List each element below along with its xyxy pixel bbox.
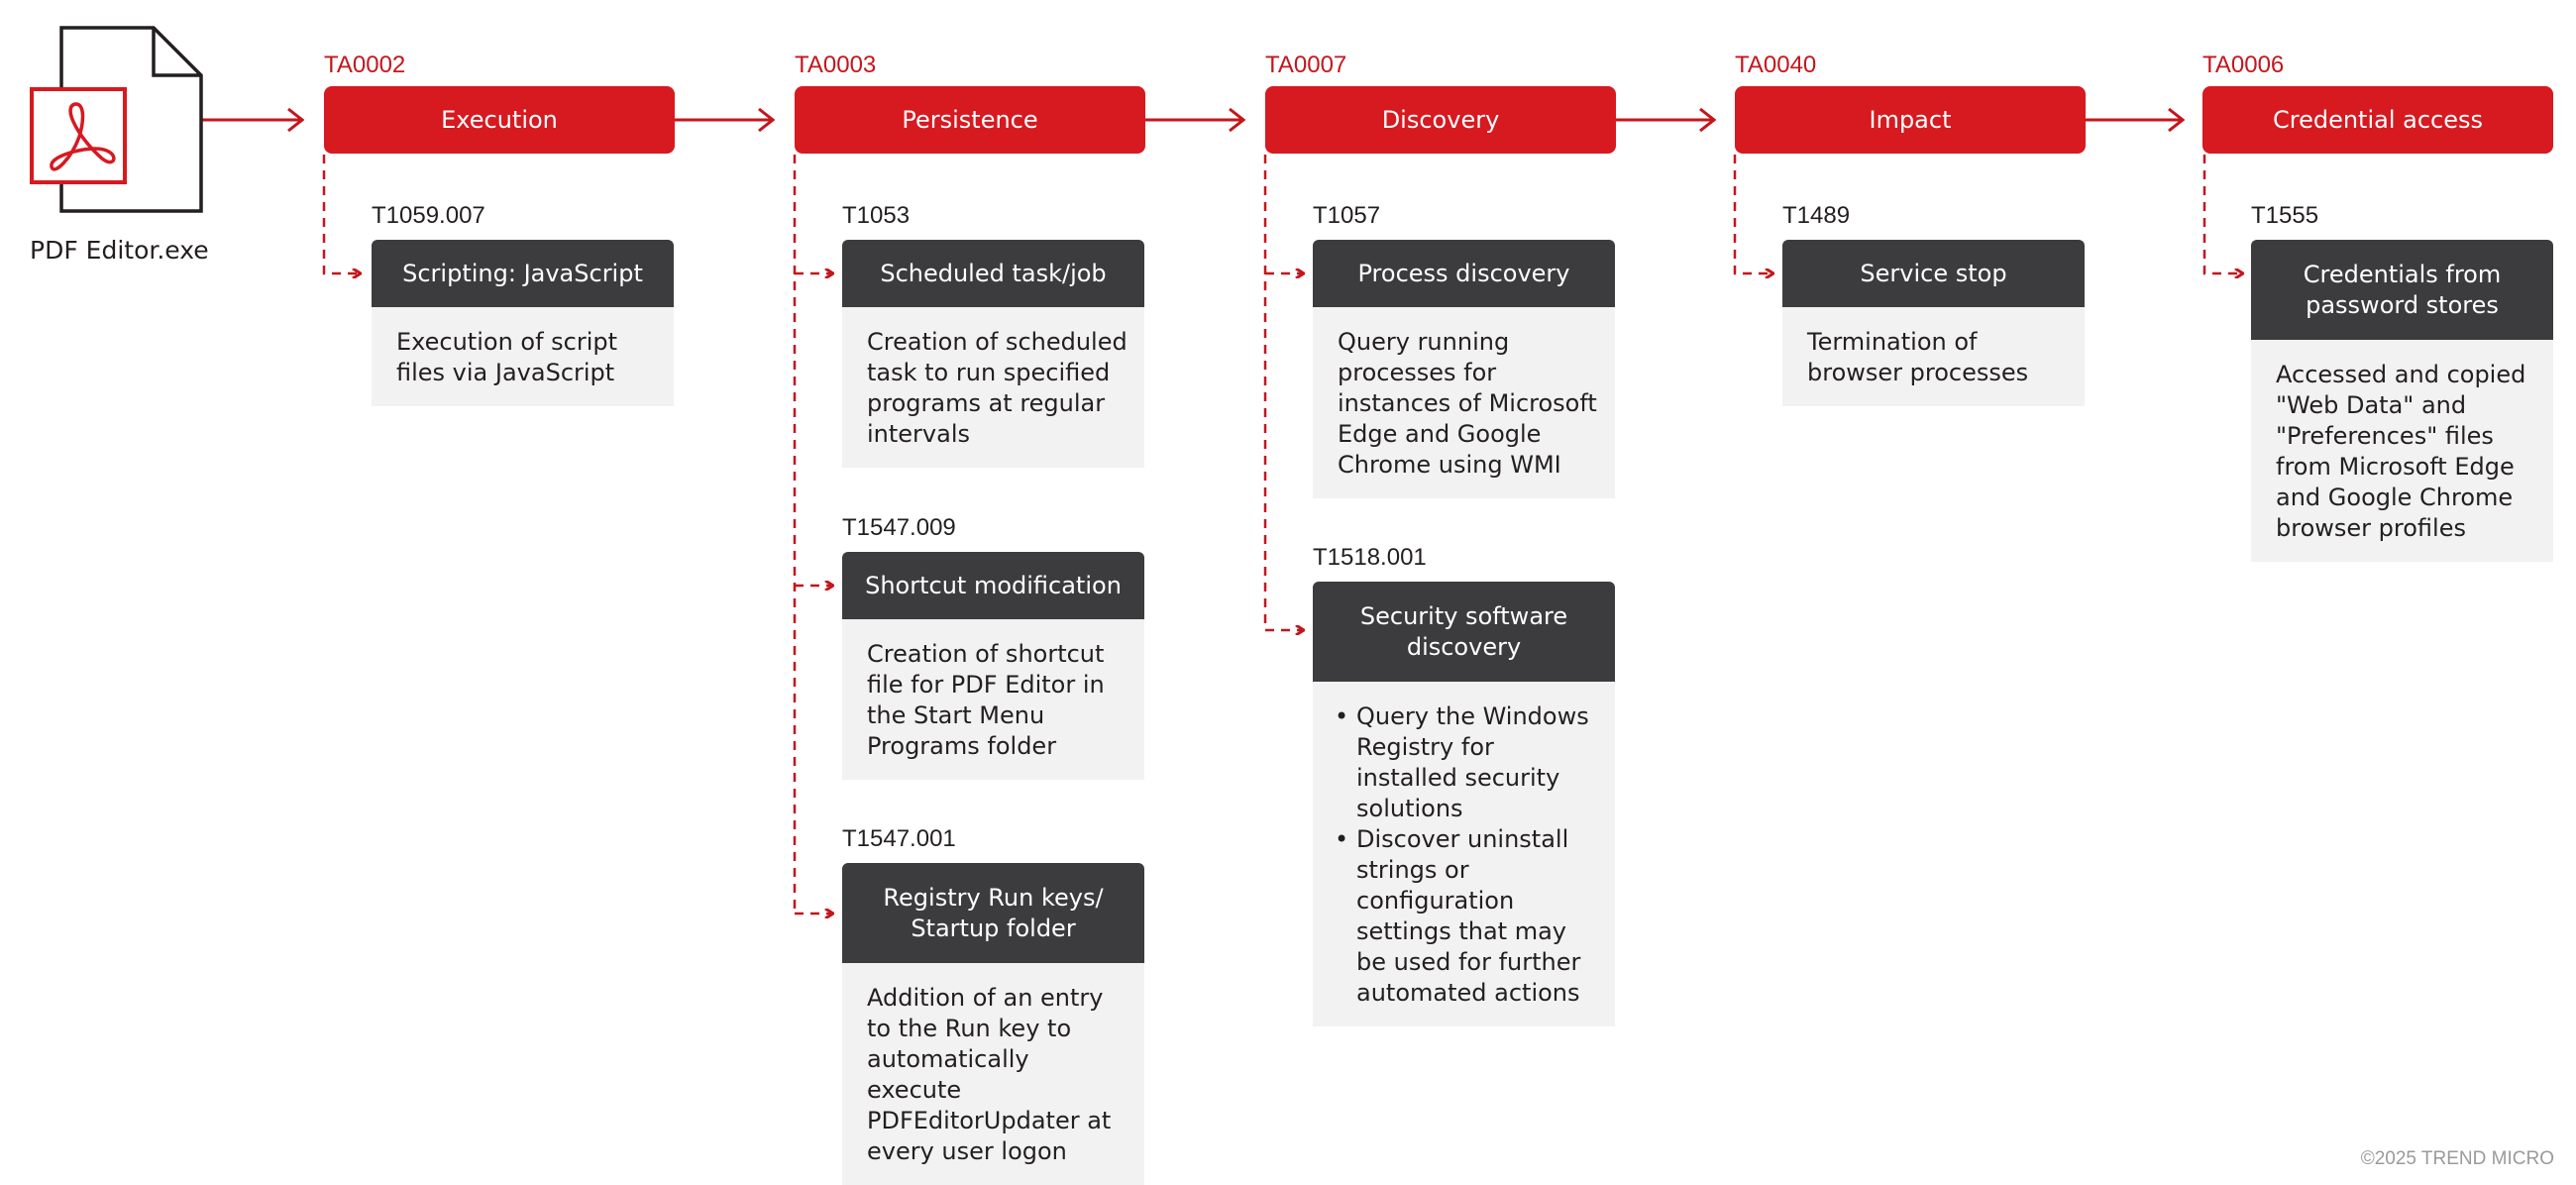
technique-description: Query running processes for instances of…: [1338, 328, 1597, 479]
technique-t1057: Process discovery Query running processe…: [1313, 240, 1615, 498]
technique-id-t1518-001: T1518.001: [1313, 544, 1427, 571]
technique-connectors: [322, 155, 2243, 914]
tactic-execution: Execution: [324, 86, 675, 154]
connector-t1489: [1733, 155, 1773, 273]
technique-description: Termination of browser processes: [1807, 328, 2029, 386]
technique-title: Registry Run keys/ Startup folder: [842, 863, 1144, 963]
technique-description: Creation of scheduled task to run specif…: [867, 328, 1127, 448]
file-label: PDF Editor.exe: [30, 236, 209, 265]
technique-title: Scheduled task/job: [842, 240, 1144, 307]
connector-t1059-007: [322, 155, 361, 273]
tactic-id-impact: TA0040: [1735, 52, 1817, 78]
technique-t1547-009: Shortcut modification Creation of shortc…: [842, 552, 1144, 780]
technique-id-t1053: T1053: [842, 202, 911, 229]
technique-id-t1489: T1489: [1782, 202, 1851, 229]
technique-id-t1555: T1555: [2251, 202, 2319, 229]
technique-title: Process discovery: [1313, 240, 1615, 307]
tactic-id-persistence: TA0003: [795, 52, 877, 78]
technique-t1555: Credentials from password stores Accesse…: [2251, 240, 2553, 562]
tactic-id-credential-access: TA0006: [2202, 52, 2285, 78]
tactic-persistence: Persistence: [795, 86, 1145, 154]
technique-description: Addition of an entry to the Run key to a…: [867, 984, 1112, 1165]
technique-t1059-007: Scripting: JavaScript Execution of scrip…: [372, 240, 674, 406]
pdf-file-icon: [30, 26, 203, 213]
connector-t1555: [2202, 155, 2243, 273]
copyright-footer: ©2025 TREND MICRO: [2360, 1148, 2554, 1169]
technique-description: Query the Windows Registry for installed…: [1313, 682, 1615, 1026]
tactic-discovery: Discovery: [1265, 86, 1616, 154]
technique-bullet-list: Query the Windows Registry for installed…: [1335, 701, 1601, 1009]
technique-id-t1547-001: T1547.001: [842, 825, 956, 852]
technique-id-t1057: T1057: [1313, 202, 1381, 229]
technique-title: Security software discovery: [1313, 582, 1615, 682]
technique-id-t1059-007: T1059.007: [372, 202, 485, 229]
technique-bullet: Query the Windows Registry for installed…: [1335, 701, 1601, 824]
technique-title: Credentials from password stores: [2251, 240, 2553, 340]
tactic-id-discovery: TA0007: [1265, 52, 1347, 78]
technique-description: Accessed and copied "Web Data" and "Pref…: [2276, 361, 2526, 542]
tactic-impact: Impact: [1735, 86, 2086, 154]
technique-t1518-001: Security software discovery Query the Wi…: [1313, 582, 1615, 1026]
technique-title: Scripting: JavaScript: [372, 240, 674, 307]
technique-t1547-001: Registry Run keys/ Startup folder Additi…: [842, 863, 1144, 1185]
technique-description: Execution of script files via JavaScript: [396, 328, 618, 386]
technique-title: Shortcut modification: [842, 552, 1144, 619]
technique-title: Service stop: [1782, 240, 2085, 307]
technique-t1053: Scheduled task/job Creation of scheduled…: [842, 240, 1144, 468]
tactic-id-execution: TA0002: [324, 52, 406, 78]
technique-bullet: Discover uninstall strings or configurat…: [1335, 824, 1601, 1009]
technique-t1489: Service stop Termination of browser proc…: [1782, 240, 2085, 406]
tactic-credential-access: Credential access: [2202, 86, 2553, 154]
technique-description: Creation of shortcut file for PDF Editor…: [867, 640, 1105, 760]
technique-id-t1547-009: T1547.009: [842, 514, 956, 541]
